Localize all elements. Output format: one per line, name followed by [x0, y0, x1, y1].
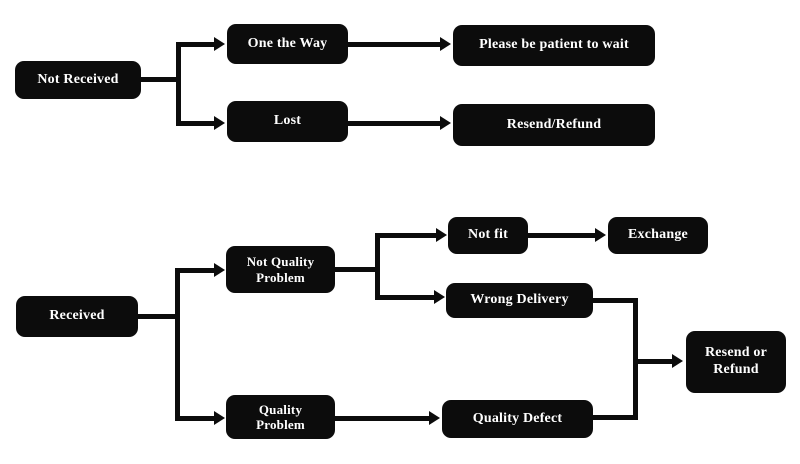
node-not-quality-problem[interactable]: Not Quality Problem [226, 246, 335, 293]
node-quality-defect[interactable]: Quality Defect [442, 400, 593, 438]
connector-to-quality-problem [175, 416, 216, 421]
connector-received-stem [138, 314, 180, 319]
node-lost[interactable]: Lost [227, 101, 348, 142]
connector-to-on-the-way [176, 42, 216, 47]
connector-to-wrong-delivery [375, 295, 435, 300]
arrowhead-to-not-quality-problem [214, 263, 225, 277]
arrowhead-to-wrong-delivery [434, 290, 445, 304]
connector-received-trunk [175, 268, 180, 421]
arrowhead-to-resend-refund [440, 116, 451, 130]
node-please-wait[interactable]: Please be patient to wait [453, 25, 655, 66]
connector-on-the-way-to-please-wait [348, 42, 441, 47]
connector-quality-problem-to-quality-defect [335, 416, 430, 421]
node-not-received[interactable]: Not Received [15, 61, 141, 99]
node-wrong-delivery[interactable]: Wrong Delivery [446, 283, 593, 318]
node-exchange[interactable]: Exchange [608, 217, 708, 254]
connector-not-received-trunk [176, 42, 181, 126]
node-resend-refund[interactable]: Resend/Refund [453, 104, 655, 146]
connector-not-quality-problem-stem [335, 267, 380, 272]
connector-not-fit-to-exchange [528, 233, 596, 238]
connector-quality-defect-merge [593, 415, 638, 420]
connector-lost-to-resend-refund [348, 121, 441, 126]
arrowhead-to-lost [214, 116, 225, 130]
node-resend-or-refund[interactable]: Resend or Refund [686, 331, 786, 393]
node-not-fit[interactable]: Not fit [448, 217, 528, 254]
arrowhead-to-exchange [595, 228, 606, 242]
connector-to-lost [176, 121, 216, 126]
connector-to-not-quality-problem [175, 268, 216, 273]
node-quality-problem[interactable]: Quality Problem [226, 395, 335, 439]
connector-merge-to-resend-or-refund [633, 359, 673, 364]
connector-wrong-delivery-merge [593, 298, 638, 303]
node-on-the-way[interactable]: One the Way [227, 24, 348, 64]
arrowhead-to-resend-or-refund [672, 354, 683, 368]
connector-not-received-stem [141, 77, 181, 82]
arrowhead-to-quality-problem [214, 411, 225, 425]
arrowhead-to-not-fit [436, 228, 447, 242]
connector-not-quality-split-trunk [375, 233, 380, 300]
node-received[interactable]: Received [16, 296, 138, 337]
arrowhead-to-on-the-way [214, 37, 225, 51]
arrowhead-to-quality-defect [429, 411, 440, 425]
arrowhead-to-please-wait [440, 37, 451, 51]
connector-to-not-fit [375, 233, 437, 238]
